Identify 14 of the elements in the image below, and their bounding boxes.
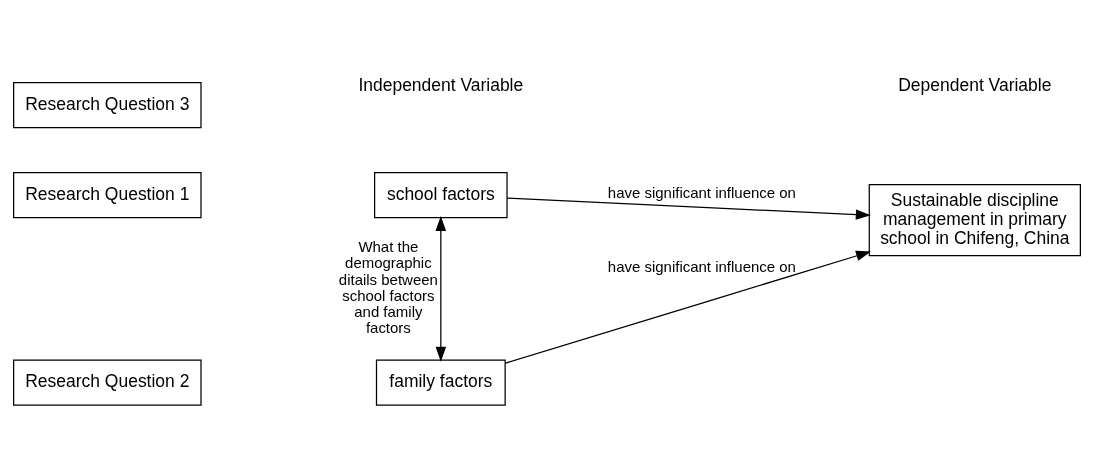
arrow [506,197,871,220]
node-box: school factors [374,171,508,218]
edge-label: have significant influence on [607,183,796,201]
node-box: family factors [375,358,506,406]
label: Independent Variable [358,74,524,95]
edge-label: What the demographic ditails between school factors and family factors [338,237,438,336]
edge-label: have significant influence on [607,257,796,275]
arrow [505,250,872,364]
node-box: Research Question 1 [13,171,202,218]
label: Dependent Variable [898,74,1052,95]
node-box: Sustainable discipline management in primary school in Chifeng, China [868,183,1081,256]
arrow [435,215,447,362]
node-box: Research Question 2 [13,358,202,406]
node-box: Research Question 3 [13,81,202,128]
